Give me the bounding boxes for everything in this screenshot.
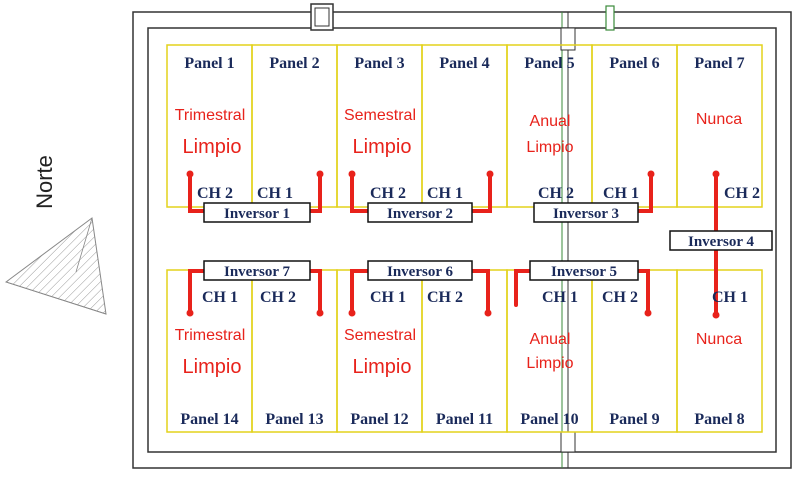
- freq-label-panel5: Anual: [530, 113, 571, 130]
- ch-label-panel13: CH 2: [260, 289, 296, 306]
- roof-vent: [310, 3, 334, 31]
- inverter-4: Inversor 4: [669, 230, 773, 251]
- freq-label-panel12: Semestral: [344, 327, 416, 344]
- freq-label-panel3: Semestral: [344, 107, 416, 124]
- clean-label-panel12: Limpio: [353, 356, 412, 378]
- clean-label-panel10: Limpio: [526, 355, 573, 372]
- ch-label-panel7: CH 2: [724, 185, 760, 202]
- ch-label-panel9: CH 2: [602, 289, 638, 306]
- wire-endpoint: [316, 309, 324, 317]
- panel-label: Panel 8: [694, 411, 744, 428]
- freq-label-panel7: Nunca: [696, 111, 742, 128]
- solar-panel: [676, 269, 763, 433]
- inverter-3-label: Inversor 3: [553, 206, 619, 222]
- freq-label-panel14: Trimestral: [175, 327, 246, 344]
- wire-inv6-ch1: [350, 269, 370, 315]
- panel-label: Panel 7: [694, 55, 744, 72]
- panel-label: Panel 2: [269, 55, 319, 72]
- panel-label: Panel 12: [350, 411, 408, 428]
- wire-endpoint: [712, 311, 720, 319]
- roof-inner-border: [147, 27, 777, 453]
- inverter-4-label: Inversor 4: [688, 234, 754, 250]
- panel-row-bottom: Panel 14 Panel 13 Panel 12 Panel 11 Panel 10…: [166, 269, 763, 433]
- roof-divider-bottom: [560, 431, 576, 453]
- wire-endpoint: [316, 170, 324, 178]
- inverter-1: Inversor 1: [203, 202, 311, 223]
- wire-inv3-ch1: [636, 172, 653, 213]
- inverter-7-label: Inversor 7: [224, 264, 290, 280]
- wire-endpoint: [186, 309, 194, 317]
- wire-inv2-ch2: [350, 172, 370, 213]
- north-compass: Norte: [4, 155, 107, 315]
- ch-label-panel1: CH 2: [197, 185, 233, 202]
- wire-endpoint: [712, 170, 720, 178]
- ch-label-panel10: CH 1: [542, 289, 578, 306]
- ch-label-panel2: CH 1: [257, 185, 293, 202]
- ch-label-panel8: CH 1: [712, 289, 748, 306]
- panel-label: Panel 6: [609, 55, 659, 72]
- panel-label: Panel 10: [520, 411, 578, 428]
- north-label: Norte: [32, 155, 57, 209]
- wire-endpoint: [186, 170, 194, 178]
- panel-label: Panel 5: [524, 55, 574, 72]
- clean-label-panel3: Limpio: [353, 136, 412, 158]
- panel-label: Panel 14: [180, 411, 238, 428]
- ch-label-panel4: CH 1: [427, 185, 463, 202]
- wire-endpoint: [484, 309, 492, 317]
- inverter-6: Inversor 6: [367, 260, 473, 281]
- north-arrow-icon: [4, 217, 107, 315]
- wire-inv1-ch2: [188, 172, 206, 213]
- clean-label-panel1: Limpio: [183, 136, 242, 158]
- inverter-2-label: Inversor 2: [387, 206, 453, 222]
- ch-label-panel12: CH 1: [370, 289, 406, 306]
- panel-label: Panel 1: [184, 55, 234, 72]
- wire-inv2-ch1: [470, 172, 492, 213]
- inverter-7: Inversor 7: [203, 260, 311, 281]
- roof-outer-border: [132, 11, 792, 469]
- inverter-2: Inversor 2: [367, 202, 473, 223]
- wire-inv7-ch2: [308, 269, 322, 315]
- clean-label-panel5: Limpio: [526, 139, 573, 156]
- wire-endpoint: [348, 170, 356, 178]
- panel-label: Panel 13: [265, 411, 323, 428]
- roof-pipe: [605, 5, 615, 31]
- wire-endpoint: [486, 170, 494, 178]
- ch-label-panel11: CH 2: [427, 289, 463, 306]
- freq-label-panel10: Anual: [530, 331, 571, 348]
- solar-panel: [676, 44, 763, 208]
- roof-vent-inner: [314, 7, 330, 27]
- inverter-3: Inversor 3: [533, 202, 639, 223]
- ch-label-panel5: CH 2: [538, 185, 574, 202]
- clean-label-panel14: Limpio: [183, 356, 242, 378]
- panel-row-top: Panel 1 Panel 2 Panel 3 Panel 4 Panel 5 Panel…: [166, 44, 763, 208]
- ch-label-panel6: CH 1: [603, 185, 639, 202]
- ch-label-panel3: CH 2: [370, 185, 406, 202]
- wire-endpoint: [647, 170, 655, 178]
- wire-inv5-ch1: [514, 269, 532, 307]
- inverter-5: Inversor 5: [529, 260, 639, 281]
- wire-inv1-ch1: [308, 172, 322, 213]
- panel-label: Panel 4: [439, 55, 489, 72]
- wire-endpoint: [348, 309, 356, 317]
- freq-label-panel8: Nunca: [696, 331, 742, 348]
- ch-label-panel14: CH 1: [202, 289, 238, 306]
- inverter-6-label: Inversor 6: [387, 264, 453, 280]
- inverter-5-label: Inversor 5: [551, 264, 617, 280]
- roof-divider-top: [560, 27, 576, 51]
- wire-inv7-ch1: [188, 269, 206, 315]
- wire-endpoints: [186, 170, 720, 319]
- wire-inv5-ch2: [636, 269, 650, 315]
- wire-endpoint: [644, 309, 652, 317]
- panel-label: Panel 9: [609, 411, 659, 428]
- panel-label: Panel 3: [354, 55, 404, 72]
- panel-label: Panel 11: [436, 411, 493, 428]
- inverter-1-label: Inversor 1: [224, 206, 290, 222]
- wire-inv6-ch2: [470, 269, 490, 315]
- freq-label-panel1: Trimestral: [175, 107, 246, 124]
